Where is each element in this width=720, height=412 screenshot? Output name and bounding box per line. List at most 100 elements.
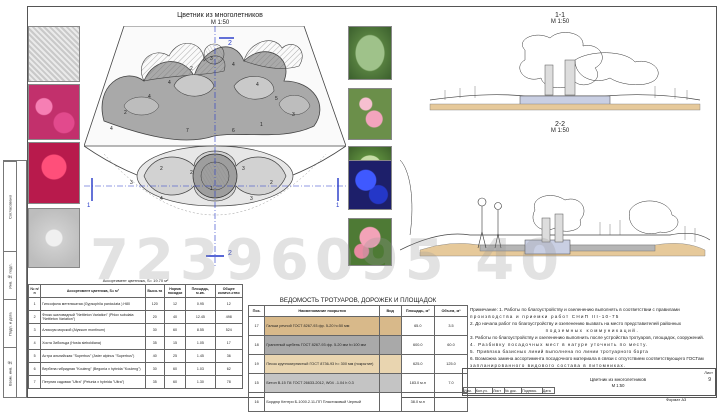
assort-cell: 30	[144, 362, 165, 376]
note-line: 5. Привязка базисных линий выполнена по …	[470, 349, 649, 354]
paving-swatch	[378, 335, 402, 355]
plan-number: 3	[242, 166, 245, 172]
assort-cell: 60	[163, 375, 187, 389]
plan-number: 1	[260, 122, 263, 128]
assort-cell: Хоста Зибольда (Hosta sieboldiana)	[40, 336, 146, 350]
stamp-col: № док.	[504, 387, 523, 394]
paving-col-head: Площадь, м²	[400, 305, 436, 317]
plan-number: 5	[275, 96, 278, 102]
assort-cell: 120	[144, 297, 165, 311]
strip-divider	[16, 161, 17, 397]
plan-number: 3	[250, 196, 253, 202]
axis-marker-left: 1	[87, 203, 91, 209]
note-line: 4. Разбивку посадочных мест в натуре уто…	[470, 342, 649, 347]
stamp-col: Дата	[541, 387, 556, 394]
assort-cell: 1	[27, 297, 42, 311]
paving-swatch	[378, 373, 402, 393]
photo-phlox	[28, 84, 80, 140]
flowerbed-plan	[84, 26, 346, 266]
photo-petunia	[28, 142, 80, 204]
paving-title: ВЕДОМОСТЬ ТРОТУАРОВ, ДОРОЖЕК И ПЛОЩАДОК	[279, 297, 437, 304]
stamp-col: Лист	[492, 387, 506, 394]
stamp-sheet-label: Лист	[704, 370, 713, 375]
paving-col-head: Объем, м³	[434, 305, 468, 317]
note-line: 6. Возможна замена ассортимента посадочн…	[470, 356, 704, 361]
axis-marker-right: 1	[336, 203, 340, 209]
paving-cell: Песок крупнозернистый ГОСТ 8736-93 h= 30…	[264, 354, 380, 374]
photo-astilbe	[348, 218, 392, 266]
assort-cell: 40	[163, 310, 187, 324]
assort-cell: 3	[27, 323, 42, 337]
note-line: Примечание: 1. Работы по благоустройству…	[470, 307, 680, 312]
assort-cell: 60	[163, 323, 187, 337]
section1-title: 1-1	[554, 12, 566, 19]
stamp-scale: М 1:50	[611, 383, 625, 388]
plan-number: 3	[210, 56, 213, 62]
paving-cell: 18	[247, 335, 266, 355]
paving-cell: 19	[247, 354, 266, 374]
paving-col-head: Вид	[378, 305, 402, 317]
watermark: 72396095 40	[90, 228, 566, 293]
assort-col-head: Ассортимент цветника, S= м²	[40, 284, 146, 298]
assort-cell: 6	[27, 362, 42, 376]
note-line: производства и приемки работ СНиП III-10…	[470, 314, 620, 319]
stamp-col: Подпись	[521, 387, 543, 394]
paving-cell: 16	[247, 392, 266, 412]
assort-cell: 25	[163, 349, 187, 363]
assort-table: № п/п Ассортимент цветника, S= м² Высо-т…	[27, 284, 244, 389]
assort-cell: 36	[214, 349, 244, 363]
plan-number: 6	[232, 128, 235, 134]
signature-label: Подп. и дата	[4, 299, 16, 348]
title-stamp: Изм. Кол.уч. Лист № док. Подпись Дата Цв…	[462, 368, 716, 396]
assort-cell: 20	[144, 310, 165, 324]
paving-cell: 625.0	[400, 354, 436, 374]
assort-col-head: Высо-та	[144, 284, 165, 298]
plan-number: 4	[110, 126, 113, 132]
paving-col-head: Поз.	[247, 305, 266, 317]
plan-number: 4	[168, 80, 171, 86]
notes-block: Примечание: 1. Работы по благоустройству…	[470, 306, 715, 369]
assort-col-head: Площадь, м.кв.	[185, 284, 216, 298]
assort-cell: 35	[144, 336, 165, 350]
axis-marker-top: 2	[228, 40, 232, 47]
stamp-sheet-no: 9	[708, 377, 711, 383]
photo-alyssum	[28, 208, 80, 268]
plan-title: Цветник из многолетников	[177, 12, 263, 19]
paving-header-row: Поз. Наименование покрытия Вид Площадь, …	[247, 305, 468, 317]
paving-cell: 60.0	[434, 335, 468, 355]
plan-number: 1	[210, 186, 213, 192]
stamp-col: Изм.	[463, 387, 476, 394]
note-line: подземных коммуникаций.	[545, 328, 640, 333]
approval-label: Согласовано	[4, 161, 16, 252]
paving-cell: 3.5	[434, 316, 468, 336]
paving-table: Поз. Наименование покрытия Вид Площадь, …	[247, 305, 468, 412]
section1-scale: М 1:50	[550, 19, 570, 25]
note-line: запланированного видового состава в пито…	[470, 363, 627, 368]
photo-gypsophila	[28, 26, 80, 82]
paving-cell: Гальки речной ГОСТ 8267-93 фр. 5-20 h=50…	[264, 316, 380, 336]
paving-swatch	[378, 392, 402, 412]
assort-cell: Флокс шиловидный "Nettleton Variation" (…	[40, 310, 146, 324]
paving-cell: 38.0 м.п	[400, 392, 436, 412]
assort-cell: 60	[163, 362, 187, 376]
stamp-col: Кол.уч.	[474, 387, 494, 394]
plan-number: 2	[190, 66, 193, 72]
assort-cell: 4	[27, 336, 42, 350]
assort-col-head: Норма посадки	[163, 284, 187, 298]
plan-number: 4	[148, 94, 151, 100]
assort-cell: Астра альпийская "Superbus" (Aster alpin…	[40, 349, 146, 363]
assort-cell: 1.05	[185, 336, 216, 350]
assort-cell: 17	[214, 336, 244, 350]
plan-scale: М 1:50	[210, 20, 230, 26]
section2-drawing	[400, 159, 710, 257]
plan-number: 7	[186, 128, 189, 134]
assort-cell: 1.45	[185, 349, 216, 363]
assort-cell: 5	[27, 349, 42, 363]
